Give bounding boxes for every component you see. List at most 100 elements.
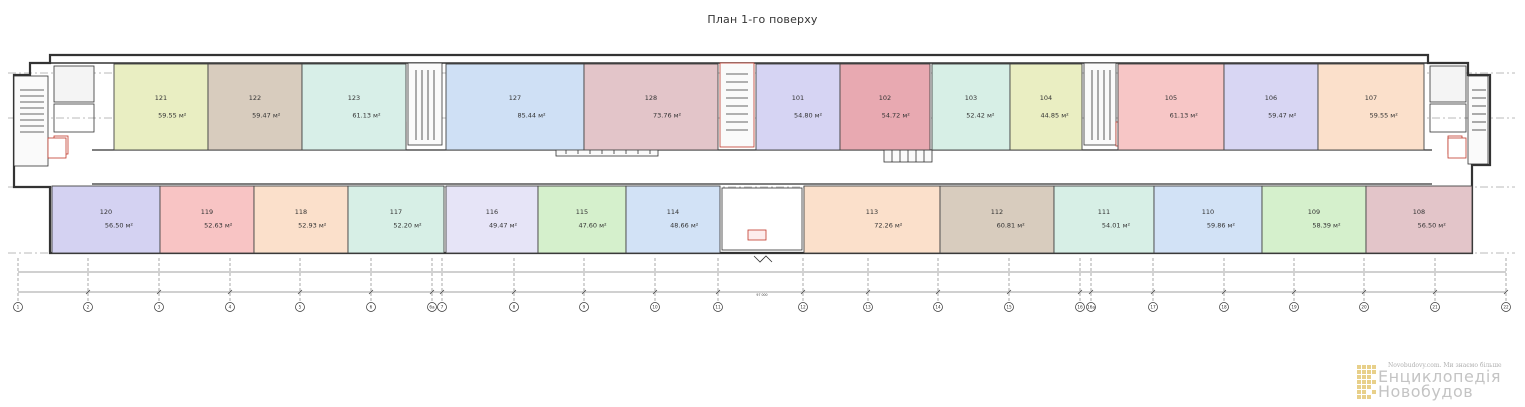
- dimension-tick: [1006, 289, 1012, 295]
- top-room-105: [1117, 63, 1225, 151]
- axis-circle: [1289, 302, 1299, 312]
- top-room-104: [1009, 63, 1083, 151]
- room-number: 112: [991, 208, 1003, 216]
- watermark-line-1: Енциклопедія: [1378, 367, 1501, 386]
- bottom-room-118: [253, 185, 349, 254]
- room-number: 101: [792, 94, 804, 102]
- axis-label: 7: [441, 305, 444, 310]
- room-area: 54.72 м²: [882, 111, 911, 119]
- top-room-123: [301, 63, 407, 151]
- top-room-127: [445, 63, 585, 151]
- dimension-total: 97 000: [756, 293, 767, 297]
- room-number: 121: [155, 94, 167, 102]
- room-area: 49.47 м²: [489, 222, 518, 230]
- axis-circle: [427, 302, 437, 312]
- plan-title: План 1-го поверху: [707, 13, 818, 26]
- room-area: 44.85 м²: [1041, 111, 1070, 119]
- axis-label: 22: [1503, 305, 1509, 310]
- bottom-room-117: [347, 185, 445, 254]
- axis-label: 9: [583, 305, 586, 310]
- axis-label: 16а: [1087, 305, 1095, 310]
- room-number: 123: [348, 94, 360, 102]
- dimension-lines: [18, 271, 1506, 293]
- room-area: 52.20 м²: [393, 222, 422, 230]
- axis-circle: [509, 302, 519, 312]
- axis-label: 19: [1291, 305, 1297, 310]
- dimension-tick: [439, 289, 445, 295]
- top-room-128: [583, 63, 719, 151]
- room-number: 116: [486, 208, 498, 216]
- axis-label: 6: [370, 305, 373, 310]
- room-number: 104: [1040, 94, 1052, 102]
- room-number: 118: [295, 208, 307, 216]
- room-number: 113: [866, 208, 878, 216]
- room-number: 127: [509, 94, 521, 102]
- dimension-tick: [1150, 289, 1156, 295]
- axis-label: 18: [1221, 305, 1227, 310]
- axis-circle: [933, 302, 943, 312]
- rooms-bottom-row: 120 56.50 м² 119 52.63 м² 118 52.93 м² 117 52.2…: [51, 185, 1473, 254]
- room-number: 111: [1098, 208, 1110, 216]
- dimension-tick: [511, 289, 517, 295]
- dimension-tick: [935, 289, 941, 295]
- dimension-tick: [85, 289, 91, 295]
- top-room-106: [1223, 63, 1319, 151]
- room-area: 59.47 м²: [1268, 111, 1297, 119]
- room-area: 59.55 м²: [1370, 111, 1399, 119]
- bottom-room-119: [159, 185, 255, 254]
- axis-label: 16: [1077, 305, 1083, 310]
- top-room-103: [931, 63, 1011, 151]
- top-room-121: [113, 63, 209, 151]
- room-area: 48.66 м²: [670, 222, 699, 230]
- room-area: 73.76 м²: [653, 111, 682, 119]
- dimension-tick: [1077, 289, 1083, 295]
- dimension-tick: [227, 289, 233, 295]
- dimension-tick: [1432, 289, 1438, 295]
- room-number: 110: [1202, 208, 1214, 216]
- axis-label: 6а: [429, 305, 435, 310]
- axis-label: 21: [1432, 305, 1438, 310]
- dimension-tick: [581, 289, 587, 295]
- room-area: 56.50 м²: [105, 222, 134, 230]
- room-area: 59.86 м²: [1207, 222, 1236, 230]
- dimension-tick: [1221, 289, 1227, 295]
- bottom-room-109: [1261, 185, 1367, 254]
- axis-circle: [1075, 302, 1085, 312]
- axis-label: 15: [1006, 305, 1012, 310]
- watermark-caption: Novobudovy.com. Ми знаємо більше: [1388, 362, 1502, 369]
- axis-label: 14: [935, 305, 941, 310]
- room-area: 59.47 м²: [252, 111, 281, 119]
- room-area: 52.93 м²: [298, 222, 327, 230]
- axis-circle: [863, 302, 873, 312]
- axis-label: 17: [1150, 305, 1156, 310]
- axis-circle: [83, 302, 93, 312]
- room-number: 119: [201, 208, 213, 216]
- room-area: 52.63 м²: [204, 222, 233, 230]
- room-area: 54.01 м²: [1102, 222, 1131, 230]
- room-number: 117: [390, 208, 402, 216]
- top-room-101: [755, 63, 841, 151]
- dimension-tick: [715, 289, 721, 295]
- axis-label: 3: [158, 305, 161, 310]
- bottom-room-108: [1365, 185, 1473, 254]
- axis-circle: [437, 302, 447, 312]
- axis-circle: [295, 302, 305, 312]
- axis-circle: [1359, 302, 1369, 312]
- dimension-tick: [1361, 289, 1367, 295]
- watermark-logo-icon: [1357, 365, 1376, 399]
- room-number: 115: [576, 208, 588, 216]
- axis-label: 8: [513, 305, 516, 310]
- watermark-line-2: Новобудов: [1378, 382, 1474, 401]
- axis-circle: [13, 302, 23, 312]
- room-area: 61.13 м²: [1170, 111, 1199, 119]
- room-area: 61.13 м²: [352, 111, 381, 119]
- axis-circle: [579, 302, 589, 312]
- room-number: 106: [1265, 94, 1277, 102]
- room-number: 120: [100, 208, 112, 216]
- axis-label: 5: [299, 305, 302, 310]
- axis-circle: [1086, 302, 1096, 312]
- room-number: 122: [249, 94, 261, 102]
- dimension-tick: [297, 289, 303, 295]
- top-room-107: [1317, 63, 1425, 151]
